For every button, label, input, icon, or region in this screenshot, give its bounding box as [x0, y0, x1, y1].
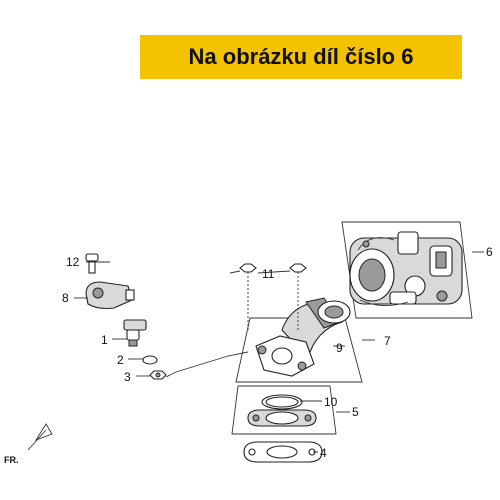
- o-ring-part: [261, 394, 303, 410]
- banner-text: Na obrázku díl číslo 6: [188, 44, 414, 69]
- callout-7: 7: [384, 334, 391, 348]
- insulator-part: [247, 409, 317, 427]
- nut-right-part: [289, 263, 307, 330]
- callout-5: 5: [352, 405, 359, 419]
- callout-9: 9: [336, 341, 343, 355]
- callout-8: 8: [62, 291, 69, 305]
- front-direction-label: FR.: [4, 455, 19, 465]
- gasket-part: [243, 441, 323, 463]
- callout-12: 12: [66, 255, 80, 269]
- insulator-frame: [231, 385, 350, 435]
- callout-10: 10: [324, 395, 338, 409]
- callout-4: 4: [320, 446, 327, 460]
- part-number-banner: Na obrázku díl číslo 6: [140, 35, 462, 79]
- callout-1: 1: [101, 333, 108, 347]
- injector-o-ring-part: [142, 355, 158, 365]
- injector-part: [123, 319, 147, 347]
- injector-holder-part: [85, 281, 135, 310]
- callout-11: 11: [262, 267, 275, 281]
- callout-3: 3: [124, 370, 131, 384]
- injector-seal-part: [149, 370, 167, 380]
- nut-left-part: [239, 263, 257, 330]
- callout-6: 6: [486, 245, 493, 259]
- intake-manifold-part: [255, 297, 351, 377]
- throttle-body-part: [349, 231, 463, 306]
- bolt-part: [85, 253, 99, 274]
- front-direction-arrow: [27, 423, 53, 451]
- callout-2: 2: [117, 353, 124, 367]
